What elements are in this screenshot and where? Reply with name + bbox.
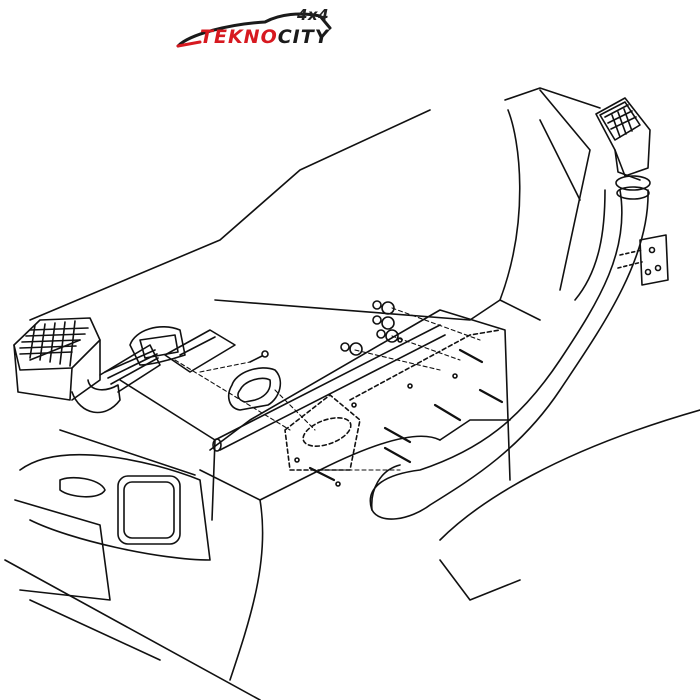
alignment-lines	[175, 308, 480, 470]
logo-brand-text: TEKNOCITY	[200, 26, 329, 48]
intake-adaptor	[130, 327, 185, 365]
logo-brand-dark: CITY	[277, 26, 330, 48]
snorkel-clamp	[616, 176, 650, 199]
headlamp	[118, 476, 180, 544]
washers-nuts	[341, 301, 398, 355]
template-plate	[165, 330, 235, 372]
logo-4x4-text: 4x4	[297, 6, 330, 24]
front-panel	[5, 455, 260, 700]
logo-brand-red: TEKNO	[200, 26, 278, 48]
screw	[250, 351, 268, 362]
bonnet-outline	[30, 110, 500, 520]
oval-flange	[229, 368, 281, 410]
logo-car-silhouette	[176, 12, 332, 48]
mount-holes	[295, 338, 457, 486]
air-filter-box	[14, 318, 100, 400]
teknocity-logo: 4x4 TEKNOCITY	[170, 6, 370, 56]
wing-cutout	[285, 330, 500, 470]
filter-outlet-hose	[72, 345, 160, 412]
bonnet-rail	[213, 325, 445, 451]
pillar-bracket	[618, 235, 668, 285]
snorkel-body	[370, 190, 648, 519]
wing-panel	[200, 310, 700, 680]
windshield-pillar	[500, 88, 600, 320]
fog-lamp	[60, 478, 105, 497]
threaded-studs	[310, 350, 502, 480]
air-ram-head	[596, 98, 650, 180]
